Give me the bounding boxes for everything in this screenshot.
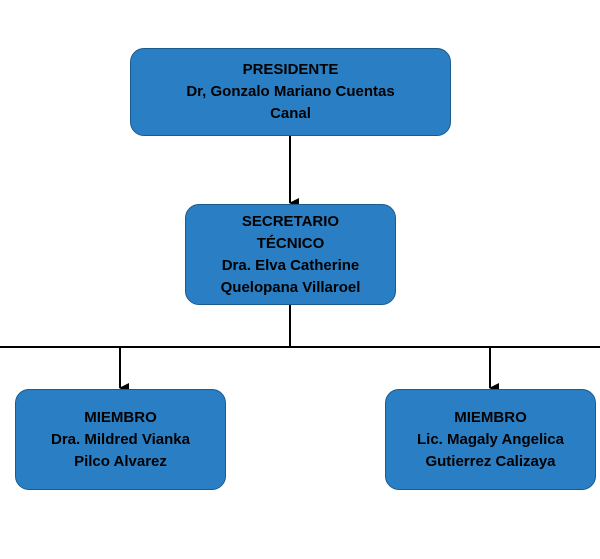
secretary-box: SECRETARIO TÉCNICO Dra. Elva Catherine Q… (185, 204, 396, 305)
secretary-name-line2: Quelopana Villaroel (220, 278, 361, 296)
member-1-title: MIEMBRO (84, 408, 157, 426)
secretary-title-line2: TÉCNICO (256, 234, 325, 252)
secretary-title-line1: SECRETARIO (241, 212, 340, 230)
president-title: PRESIDENTE (242, 61, 339, 78)
secretary-name-line1: Dra. Elva Catherine (221, 256, 360, 274)
member-1-name-line1: Dra. Mildred Vianka (51, 430, 190, 448)
president-name-line1: Dr, Gonzalo Mariano Cuentas (186, 83, 395, 100)
member-2-name-line2: Gutierrez Calizaya (425, 452, 556, 470)
president-box: PRESIDENTE Dr, Gonzalo Mariano Cuentas C… (130, 48, 451, 136)
member-box-2: MIEMBRO Lic. Magaly Angelica Gutierrez C… (385, 389, 596, 490)
member-1-name-line2: Pilco Alvarez (74, 452, 167, 470)
member-2-title: MIEMBRO (454, 408, 527, 426)
member-box-1: MIEMBRO Dra. Mildred Vianka Pilco Alvare… (15, 389, 226, 490)
member-2-name-line1: Lic. Magaly Angelica (417, 430, 564, 448)
president-name-line2: Canal (270, 105, 311, 122)
